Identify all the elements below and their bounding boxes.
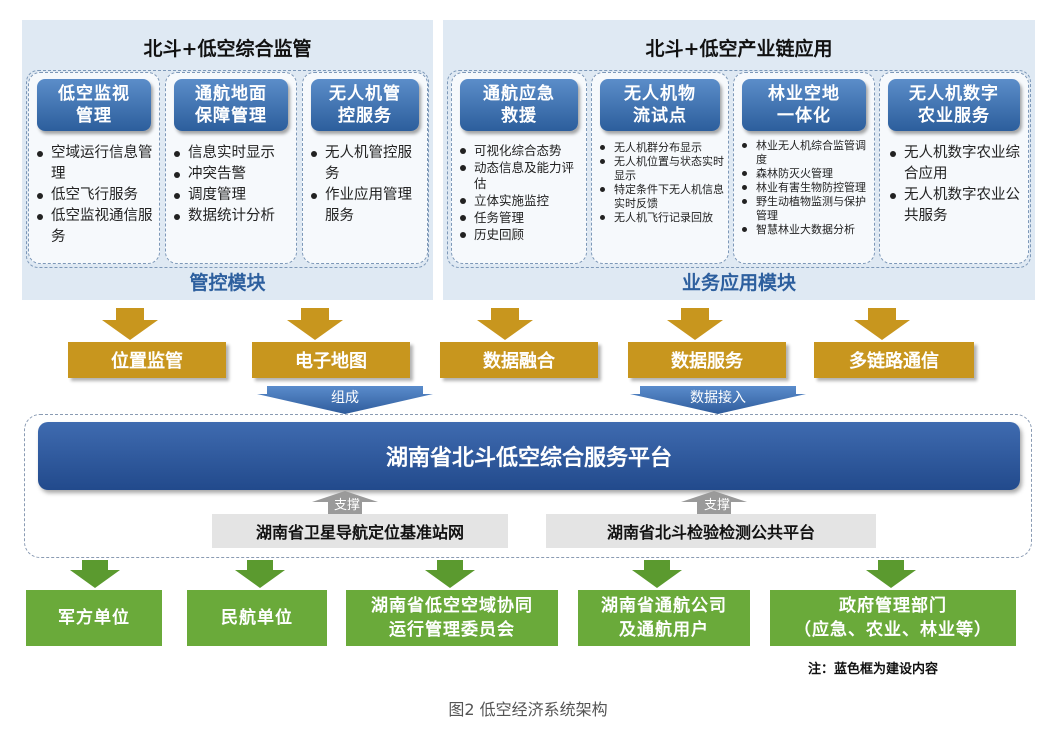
green-arrow-1 bbox=[70, 560, 120, 588]
capability-data-fusion: 数据融合 bbox=[440, 342, 598, 378]
card-ground-support: 通航地面保障管理 信息实时显示 冲突告警 调度管理 数据统计分析 bbox=[165, 72, 297, 264]
list-item: 无人机位置与状态实时显示 bbox=[598, 155, 726, 183]
list-item: 无人机群分布显示 bbox=[598, 141, 726, 155]
blue-arrows bbox=[257, 386, 806, 414]
list-item: 任务管理 bbox=[458, 210, 584, 226]
left-panel-title: 北斗+低空综合监管 bbox=[143, 38, 312, 60]
capability-multilink-comm: 多链路通信 bbox=[814, 342, 974, 378]
list-item: 智慧林业大数据分析 bbox=[740, 223, 872, 237]
user-civil-aviation: 民航单位 bbox=[187, 590, 327, 646]
support-arrows bbox=[312, 491, 747, 514]
gold-arrow-2 bbox=[287, 308, 343, 340]
card-head: 通航应急救援 bbox=[460, 79, 578, 131]
gray-arrow-left bbox=[312, 491, 378, 514]
support-box-testing-platform: 湖南省北斗检验检测公共平台 bbox=[546, 514, 876, 548]
card-uav-control: 无人机管控服务 无人机管控服务 作业应用管理服务 bbox=[302, 72, 428, 264]
card-forestry: 林业空地一体化 林业无人机综合监管调度 森林防灭火管理 林业有害生物防控管理 野… bbox=[733, 72, 875, 264]
platform-zone bbox=[24, 414, 1032, 558]
support-label-left: 支撑 bbox=[333, 498, 360, 513]
user-airspace-committee: 湖南省低空空域协同运行管理委员会 bbox=[346, 590, 558, 646]
list-item: 历史回顾 bbox=[458, 227, 584, 243]
right-module-group bbox=[447, 70, 1031, 268]
card-low-altitude-surveillance: 低空监视管理 空域运行信息管理 低空飞行服务 低空监视通信服务 bbox=[28, 72, 160, 264]
right-module-label: 业务应用模块 bbox=[681, 272, 796, 294]
green-arrow-4 bbox=[632, 560, 682, 588]
list-item: 低空飞行服务 bbox=[35, 185, 155, 206]
gray-arrow-right bbox=[681, 491, 747, 514]
card-head: 无人机管控服务 bbox=[311, 79, 419, 131]
list-item: 立体实施监控 bbox=[458, 193, 584, 209]
green-arrow-2 bbox=[235, 560, 285, 588]
list-item: 作业应用管理服务 bbox=[309, 185, 423, 227]
list-item: 调度管理 bbox=[172, 185, 294, 206]
compose-label: 组成 bbox=[331, 390, 359, 406]
list-item: 无人机数字农业综合应用 bbox=[888, 143, 1024, 185]
capability-data-service: 数据服务 bbox=[628, 342, 786, 378]
left-module-group bbox=[26, 70, 429, 268]
list-item: 林业有害生物防控管理 bbox=[740, 181, 872, 195]
green-arrows bbox=[70, 560, 916, 588]
figure-caption: 图2 低空经济系统架构 bbox=[448, 700, 608, 719]
user-government: 政府管理部门（应急、农业、林业等） bbox=[770, 590, 1016, 646]
list-item: 无人机数字农业公共服务 bbox=[888, 185, 1024, 227]
card-uav-logistics: 无人机物流试点 无人机群分布显示 无人机位置与状态实时显示 特定条件下无人机信息… bbox=[591, 72, 729, 264]
green-arrow-5 bbox=[866, 560, 916, 588]
right-panel-title: 北斗+低空产业链应用 bbox=[645, 38, 833, 60]
user-military: 军方单位 bbox=[26, 590, 162, 646]
card-emergency-rescue: 通航应急救援 可视化综合态势 动态信息及能力评估 立体实施监控 任务管理 历史回… bbox=[451, 72, 587, 264]
user-general-aviation: 湖南省通航公司及通航用户 bbox=[578, 590, 750, 646]
platform-banner: 湖南省北斗低空综合服务平台 bbox=[38, 422, 1020, 490]
data-access-label: 数据接入 bbox=[690, 390, 746, 406]
gold-arrow-5 bbox=[854, 308, 910, 340]
gold-arrows bbox=[102, 308, 910, 340]
card-head: 通航地面保障管理 bbox=[174, 79, 288, 131]
list-item: 信息实时显示 bbox=[172, 143, 294, 164]
capability-position-supervision: 位置监管 bbox=[68, 342, 226, 378]
blue-arrow-compose bbox=[257, 386, 433, 414]
card-head: 低空监视管理 bbox=[37, 79, 151, 131]
capability-electronic-map: 电子地图 bbox=[252, 342, 410, 378]
blue-arrow-data-access bbox=[630, 386, 806, 414]
support-box-gnss-network: 湖南省卫星导航定位基准站网 bbox=[212, 514, 508, 548]
gold-arrow-3 bbox=[477, 308, 533, 340]
list-item: 特定条件下无人机信息实时反馈 bbox=[598, 183, 726, 211]
list-item: 空域运行信息管理 bbox=[35, 143, 155, 185]
list-item: 无人机飞行记录回放 bbox=[598, 211, 726, 225]
gold-arrow-1 bbox=[102, 308, 158, 340]
left-panel: 北斗+低空综合监管 管控模块 低空监视管理 空域运行信息管理 低空飞行服务 低空… bbox=[22, 20, 433, 300]
card-head: 林业空地一体化 bbox=[742, 79, 866, 131]
list-item: 林业无人机综合监管调度 bbox=[740, 139, 872, 167]
list-item: 无人机管控服务 bbox=[309, 143, 423, 185]
card-head: 无人机数字农业服务 bbox=[888, 79, 1020, 131]
legend-note: 注：蓝色框为建设内容 bbox=[808, 662, 939, 677]
list-item: 可视化综合态势 bbox=[458, 143, 584, 159]
list-item: 动态信息及能力评估 bbox=[458, 160, 584, 192]
card-digital-agriculture: 无人机数字农业服务 无人机数字农业综合应用 无人机数字农业公共服务 bbox=[879, 72, 1029, 264]
card-head: 无人机物流试点 bbox=[600, 79, 720, 131]
list-item: 低空监视通信服务 bbox=[35, 206, 155, 248]
list-item: 野生动植物监测与保护管理 bbox=[740, 195, 872, 223]
list-item: 数据统计分析 bbox=[172, 206, 294, 227]
support-label-right: 支撑 bbox=[703, 498, 730, 513]
list-item: 森林防灭火管理 bbox=[740, 167, 872, 181]
left-module-label: 管控模块 bbox=[189, 272, 266, 294]
gold-arrow-4 bbox=[667, 308, 723, 340]
list-item: 冲突告警 bbox=[172, 164, 294, 185]
right-panel: 北斗+低空产业链应用 业务应用模块 通航应急救援 可视化综合态势 动态信息及能力… bbox=[443, 20, 1035, 300]
green-arrow-3 bbox=[425, 560, 475, 588]
